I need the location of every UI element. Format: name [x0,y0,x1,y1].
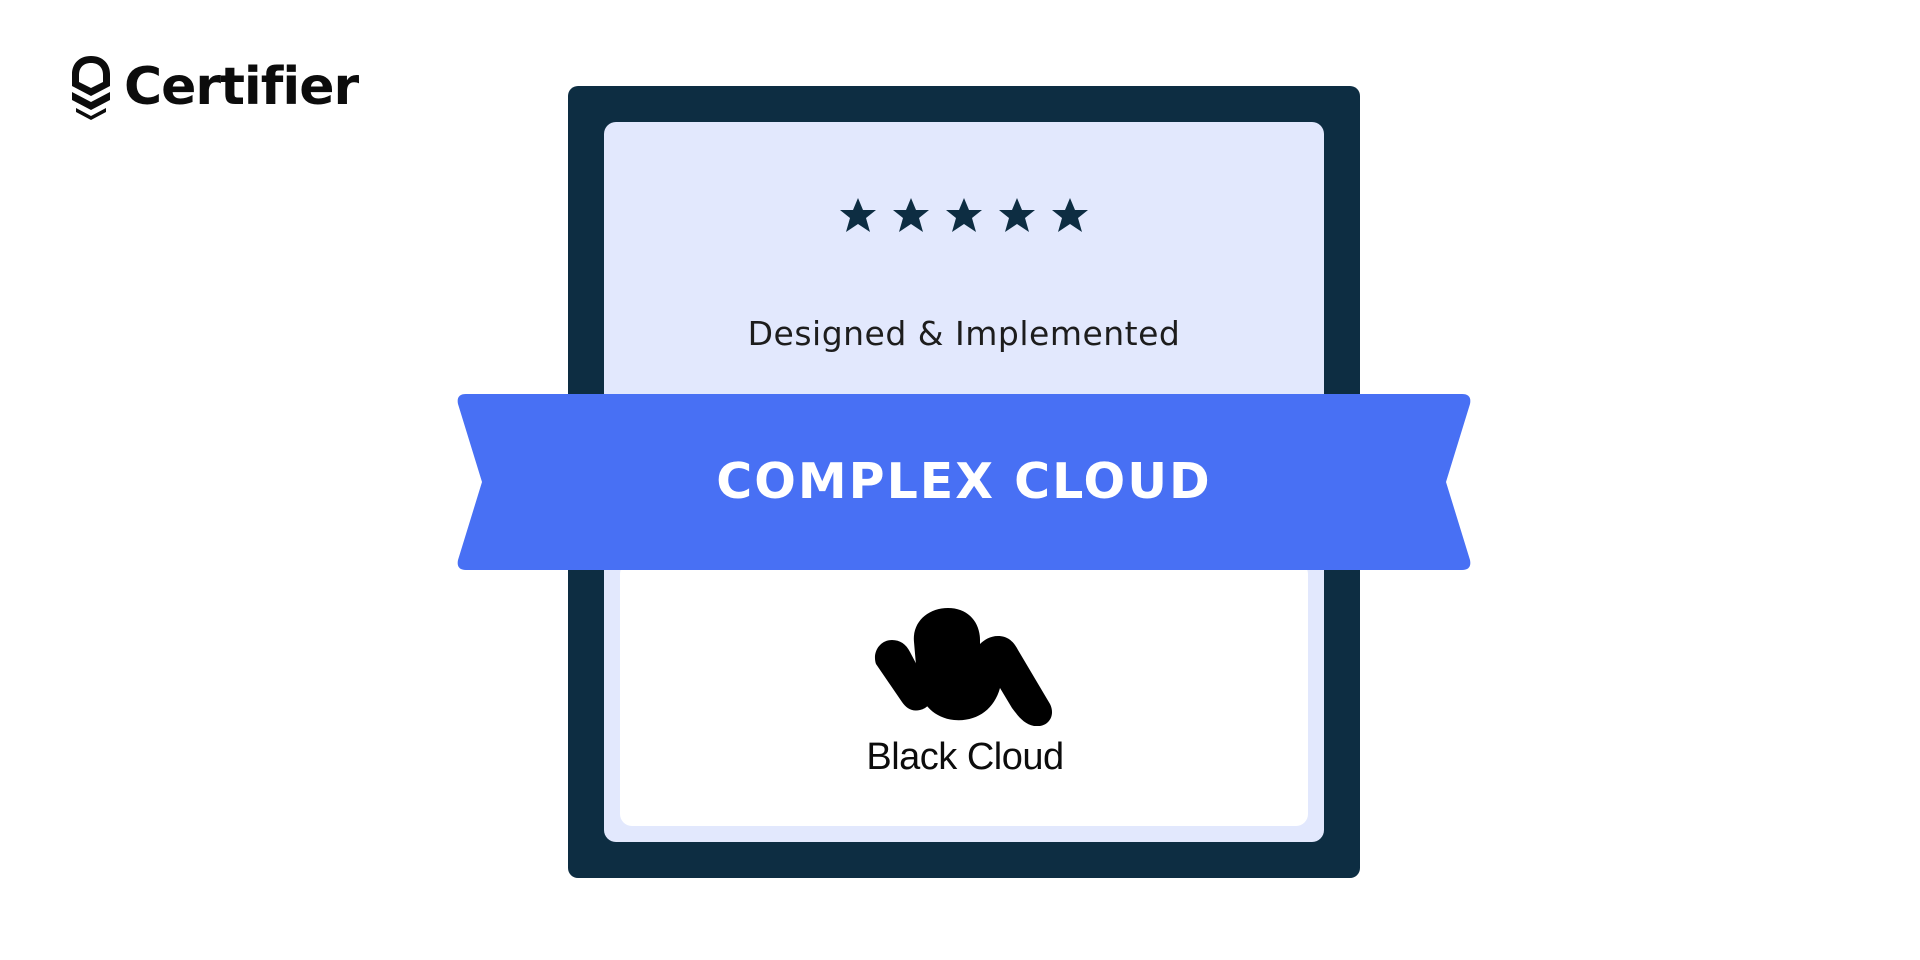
brand-logo: Certifier [66,52,359,122]
company-name: Black Cloud [866,736,1064,778]
badge-subtitle: Designed & Implemented [747,314,1181,353]
brand-name: Certifier [124,57,359,117]
star-icon [838,196,878,236]
star-icon [997,196,1037,236]
rating-stars [604,196,1324,243]
star-icon [891,196,931,236]
certifier-logo-icon [72,56,110,120]
ribbon-shape [457,394,1471,570]
star-icon [1050,196,1090,236]
badge-ribbon: COMPLEX CLOUD INFRASTRUCTURE [456,394,1472,686]
star-icon [944,196,984,236]
black-cloud-logo-icon [874,608,1052,726]
badge-title: COMPLEX CLOUD INFRASTRUCTURE [703,453,1224,686]
